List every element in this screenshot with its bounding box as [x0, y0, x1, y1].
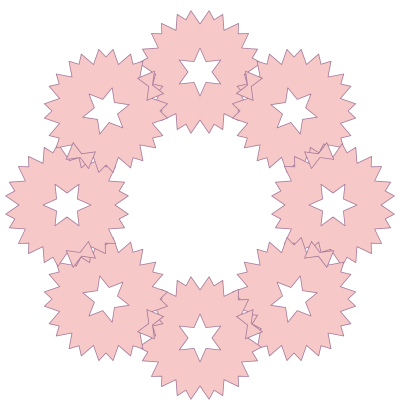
rosette-tile	[44, 49, 168, 173]
rosette-tile	[271, 143, 395, 267]
tile-ring	[5, 10, 395, 400]
rosette-tile	[232, 237, 356, 361]
connector-tile	[303, 240, 335, 269]
rosette-tile	[44, 237, 168, 361]
connector-tile	[235, 308, 264, 340]
connector-tile	[235, 70, 264, 102]
rosette-tile	[138, 276, 262, 400]
connector-tile	[65, 141, 97, 170]
connector-tile	[303, 141, 335, 170]
rosette-tile	[138, 10, 262, 134]
connector-tile	[136, 70, 165, 102]
rosette-tile	[5, 143, 129, 267]
connector-tile	[136, 308, 165, 340]
rosette-tile	[232, 49, 356, 173]
connector-tile	[65, 240, 97, 269]
